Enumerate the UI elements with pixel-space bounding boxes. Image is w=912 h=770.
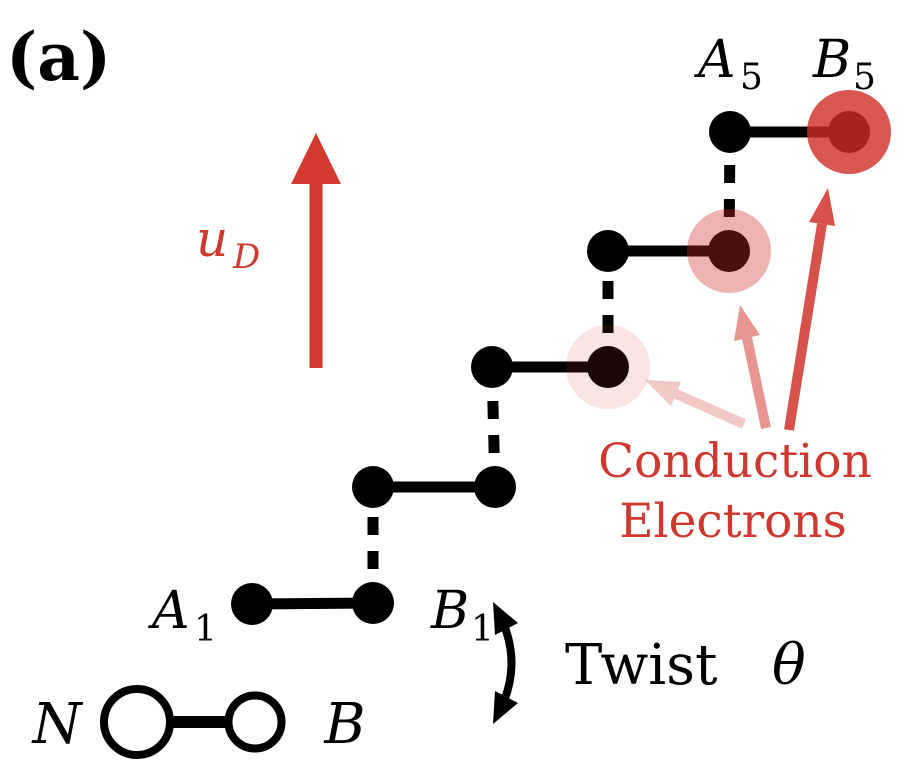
conduction-electron-halo-B3 [566,325,650,409]
legend-label-B: B [323,692,365,757]
atom-dot-A1 [231,583,273,625]
conduction-arrow-medium-shaft [742,336,771,430]
panel-label: (a) [6,18,111,96]
conduction-arrow-medium [734,305,771,430]
conduction-electron-halo-B5 [807,90,891,174]
conduction-arrow-light-head [645,380,681,406]
atom-label-A5-sub: 5 [740,57,763,98]
dimer-chain [231,90,891,625]
twist-label-theta: θ [772,633,806,698]
legend-label-N: N [31,692,84,757]
conduction-electron-halo-B4 [687,209,771,293]
atom-dot-A5 [709,111,751,153]
atom-label-A1-sub: 1 [194,609,217,650]
conduction-arrow-strong [784,188,835,431]
atom-label-A5: A [694,30,736,90]
atom-dot-A3 [471,346,513,388]
legend-b-atom-circle [224,691,286,753]
atom-label-A1: A [148,581,190,641]
conduction-arrow-light [645,380,747,429]
conduction-label-line1: Conduction [598,434,872,489]
conduction-arrow-strong-shaft [784,223,827,431]
atom-dot-B4 [708,230,750,272]
displacement-label-u: u [196,210,228,268]
legend-dimer [100,685,286,759]
atom-label-B5: B [812,30,851,90]
atom-label-B1: B [430,581,469,641]
displacement-label-sub-D: D [232,237,260,277]
conduction-arrow-strong-head [809,188,835,226]
twist-label-word: Twist [565,633,718,698]
twist-arrow-head-bottom [493,691,518,724]
atom-label-B1-sub: 1 [471,609,494,650]
conduction-arrow-medium-head [734,305,760,341]
atom-dot-A2 [352,466,394,508]
conduction-arrow-light-shaft [673,389,747,429]
twist-arrow-head-top [493,602,518,635]
conduction-label-line2: Electrons [619,494,847,549]
atom-dot-A4 [587,230,629,272]
atom-dot-B3 [587,346,629,388]
displacement-arrow-head [291,133,341,184]
displacement-arrow [291,133,341,368]
atom-dot-B2 [474,466,516,508]
legend-n-atom-circle [100,685,174,759]
atom-label-B5-sub: 5 [853,57,876,98]
twist-arrow [493,602,518,724]
atom-dot-B1 [352,582,394,624]
